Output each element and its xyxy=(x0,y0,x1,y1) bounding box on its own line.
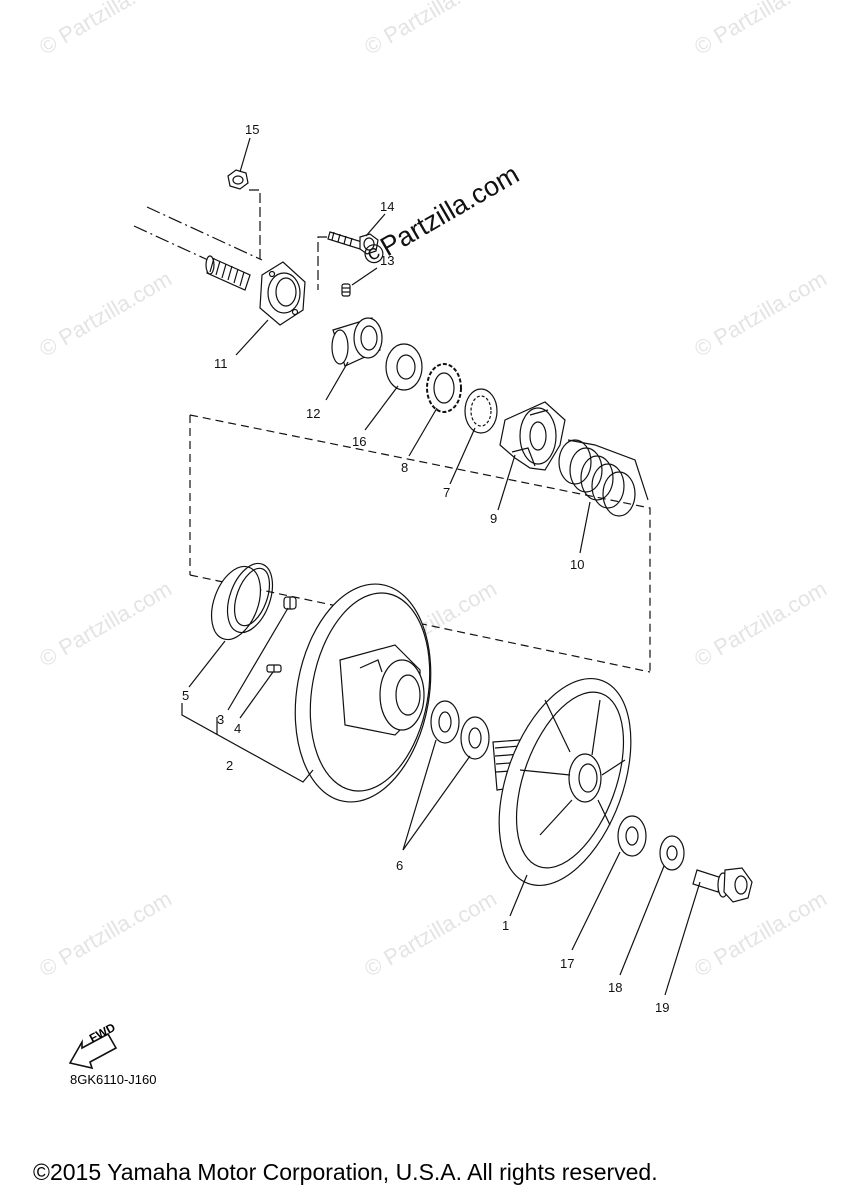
callout-14: 14 xyxy=(380,199,395,214)
shim-washer xyxy=(461,717,489,759)
nut xyxy=(228,170,248,189)
leader-line xyxy=(510,875,527,916)
leader-line xyxy=(240,672,273,718)
leader-line xyxy=(352,268,377,285)
leader-line xyxy=(403,740,436,850)
callout-11: 11 xyxy=(214,356,228,371)
callout-5: 5 xyxy=(182,688,190,703)
callout-13: 13 xyxy=(380,253,395,268)
callout-3: 3 xyxy=(217,712,225,727)
flange-housing xyxy=(260,262,305,325)
callout-18: 18 xyxy=(608,980,623,995)
shaft xyxy=(206,256,250,290)
spring-washer xyxy=(660,836,684,870)
screw xyxy=(284,597,296,609)
ring xyxy=(202,557,281,646)
hub xyxy=(474,661,657,904)
leader-line xyxy=(365,386,398,430)
shaft-axis xyxy=(134,226,208,260)
screw xyxy=(267,665,281,672)
leader-line xyxy=(236,320,268,355)
leader-line xyxy=(498,455,515,510)
lock-nut xyxy=(427,364,461,412)
copyright-notice: ©2015 Yamaha Motor Corporation, U.S.A. A… xyxy=(33,1159,658,1185)
leader-line xyxy=(182,703,313,782)
leader-line xyxy=(572,852,620,950)
callout-2: 2 xyxy=(226,758,234,773)
shaft-axis xyxy=(147,207,262,260)
fwd-arrow-icon xyxy=(70,1034,116,1068)
callout-1: 1 xyxy=(502,918,510,933)
callout-4: 4 xyxy=(234,721,242,736)
callout-7: 7 xyxy=(443,485,451,500)
diagram-code: 8GK6110-J160 xyxy=(70,1072,157,1087)
callout-9: 9 xyxy=(490,511,498,526)
cam xyxy=(500,402,565,470)
washer xyxy=(386,344,422,390)
leader-line xyxy=(620,866,664,975)
callout-6: 6 xyxy=(396,858,404,873)
leader-line xyxy=(228,608,288,710)
assembly-outline xyxy=(190,415,650,672)
leader-line xyxy=(249,190,260,262)
washer xyxy=(618,816,646,856)
sheave xyxy=(279,573,447,813)
leader-line xyxy=(326,362,348,400)
spring xyxy=(559,440,648,516)
leader-line xyxy=(318,237,327,290)
callout-8: 8 xyxy=(401,460,409,475)
leader-line xyxy=(409,408,437,456)
lock-washer xyxy=(465,389,497,433)
bolt xyxy=(328,232,378,254)
callout-16: 16 xyxy=(352,434,367,449)
leader-line xyxy=(366,214,385,236)
flange-bolt xyxy=(693,868,752,902)
leader-line xyxy=(403,756,470,850)
leader-line xyxy=(665,882,700,995)
callout-10: 10 xyxy=(570,557,585,572)
leader-line xyxy=(450,428,475,484)
callout-17: 17 xyxy=(560,956,575,971)
callout-19: 19 xyxy=(655,1000,670,1015)
set-screw xyxy=(342,284,350,296)
leader-line xyxy=(240,138,250,172)
leader-line xyxy=(580,502,590,553)
shim-washer xyxy=(431,701,459,743)
callout-12: 12 xyxy=(306,406,321,421)
callout-15: 15 xyxy=(245,122,260,137)
leader-line xyxy=(189,641,225,687)
bearing xyxy=(332,318,382,366)
